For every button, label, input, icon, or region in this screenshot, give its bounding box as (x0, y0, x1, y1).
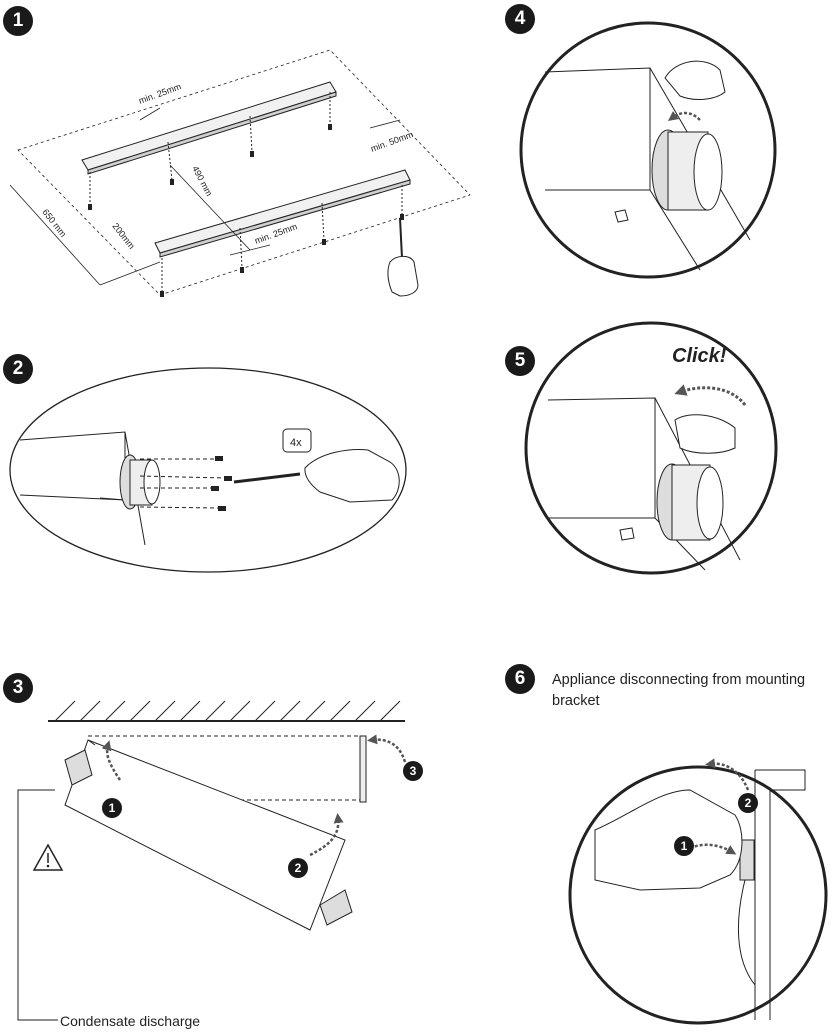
screw-icons (88, 124, 404, 297)
step-3-badge: 3 (3, 673, 33, 703)
mounting-bracket-bottom (154, 169, 411, 292)
step-6-callout-1: 1 (674, 836, 694, 856)
hand-icon (674, 414, 736, 454)
hand-icon (664, 60, 726, 100)
svg-text:3: 3 (410, 764, 417, 778)
dim-min50: min. 50mm (369, 129, 414, 154)
svg-text:1: 1 (109, 801, 116, 815)
warning-triangle-icon (32, 843, 64, 871)
dim-490: 490 mm (190, 164, 214, 197)
screwdriver-hand-icon (387, 217, 419, 297)
svg-text:1: 1 (681, 839, 688, 853)
dim-200: 200mm (110, 221, 136, 251)
step-6-badge: 6 (505, 664, 535, 694)
step-2-diagram (9, 367, 407, 573)
step-1-badge: 1 (3, 6, 33, 36)
step-3-callout-1: 1 (102, 798, 122, 818)
condensate-discharge-label: Condensate discharge (60, 1013, 200, 1029)
step-6-caption: Appliance disconnecting from mounting br… (552, 672, 806, 709)
step-2-badge: 2 (3, 354, 33, 384)
click-label: Click! (672, 345, 727, 367)
step-4-diagram (519, 21, 777, 279)
screwdriver-hand-icon (233, 449, 400, 503)
mounting-bracket-top (81, 81, 337, 205)
svg-text:2: 2 (295, 861, 302, 875)
dim-min25-top: min. 25mm (137, 81, 182, 106)
hand-icon (594, 789, 743, 891)
appliance-body (64, 739, 353, 931)
step-3-diagram (17, 700, 407, 1021)
spigot (656, 463, 724, 541)
step-1-diagram (9, 49, 471, 297)
step-6-callout-2: 2 (738, 793, 758, 813)
step-5-diagram (524, 321, 778, 575)
screw-icons (211, 456, 232, 511)
ceiling-hatch (48, 700, 405, 722)
step-6-diagram (568, 758, 828, 1025)
svg-text:2: 2 (745, 796, 752, 810)
step-4-badge: 4 (505, 4, 535, 34)
spigot (651, 129, 723, 211)
step-3-callout-3: 3 (403, 761, 423, 781)
screw-count-label: 4x (290, 437, 302, 449)
spigot-flange (119, 454, 161, 510)
step-3-callout-2: 2 (288, 858, 308, 878)
step-5-badge: 5 (505, 346, 535, 376)
